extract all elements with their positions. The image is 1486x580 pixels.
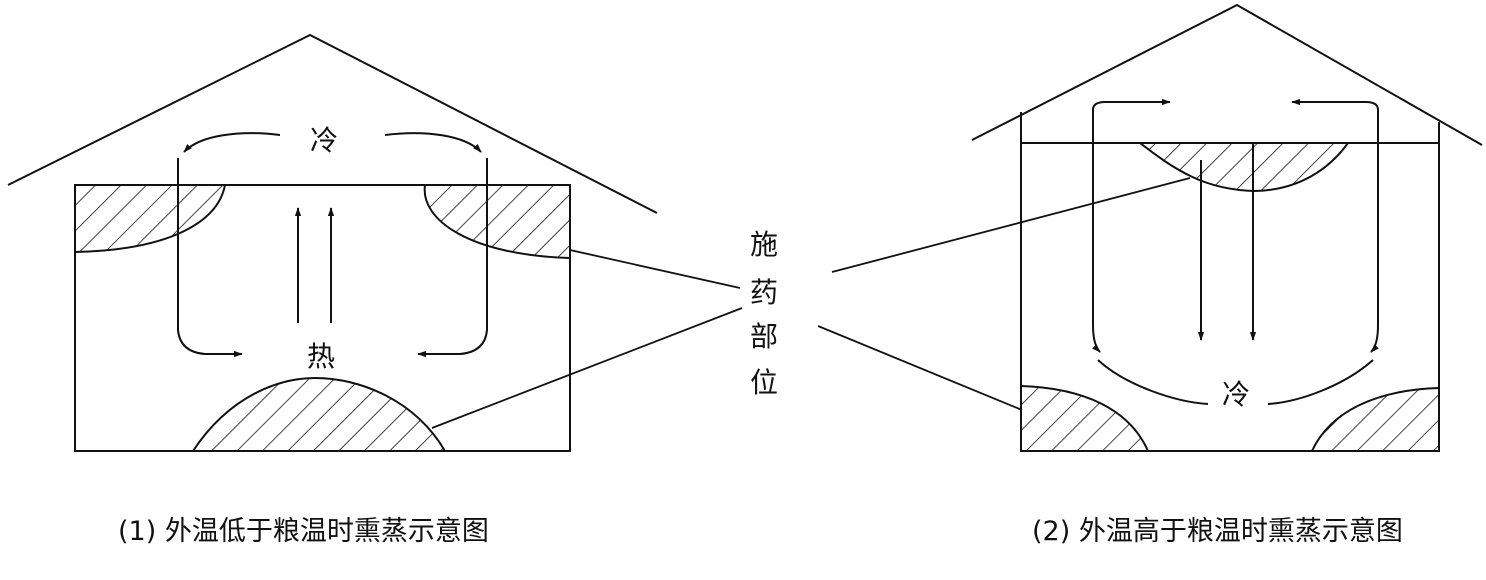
right-loop-left-lower <box>1092 143 1101 353</box>
apply-site-char-2: 药 <box>750 276 778 309</box>
left-loop-right-side <box>417 158 488 358</box>
right-panel <box>817 3 1483 452</box>
right-roof <box>971 3 1483 146</box>
left-zone-bottom <box>191 376 447 451</box>
left-label-cold: 冷 <box>310 124 338 157</box>
left-panel <box>7 33 743 452</box>
apply-site-char-1: 施 <box>750 228 778 261</box>
left-zone-top-right <box>423 185 570 260</box>
right-zone-bottom-left <box>1021 384 1150 451</box>
left-roof <box>7 33 658 214</box>
right-zone-top <box>1138 143 1350 193</box>
apply-site-char-4: 位 <box>750 366 778 399</box>
apply-site-char-3: 部 <box>750 320 778 353</box>
caption-right: (2) 外温高于粮温时熏蒸示意图 <box>1032 516 1403 547</box>
leader-right-top <box>831 177 1191 273</box>
right-zone-bottom-right <box>1310 386 1439 451</box>
right-loop-left-side <box>1092 98 1171 142</box>
right-loop-right-lower <box>1370 143 1379 353</box>
right-bottom-arrow-left <box>1097 359 1209 405</box>
application-site-label: 施 药 部 位 <box>750 228 778 399</box>
right-bottom-arrow-right <box>1267 359 1374 405</box>
left-label-hot: 热 <box>307 340 335 373</box>
leader-right-bottom <box>817 325 1023 411</box>
leader-left-top <box>569 249 741 289</box>
caption-left: (1) 外温低于粮温时熏蒸示意图 <box>118 516 489 547</box>
right-label-cold: 冷 <box>1222 378 1250 411</box>
right-bin-walls <box>1020 112 1440 452</box>
left-loop-left-side <box>177 158 243 358</box>
left-zone-top-left <box>75 185 227 254</box>
leader-left-bottom <box>431 307 743 429</box>
right-loop-right-side <box>1291 98 1379 142</box>
left-top-arrow-right <box>384 132 482 153</box>
left-top-arrow-left <box>183 132 281 153</box>
